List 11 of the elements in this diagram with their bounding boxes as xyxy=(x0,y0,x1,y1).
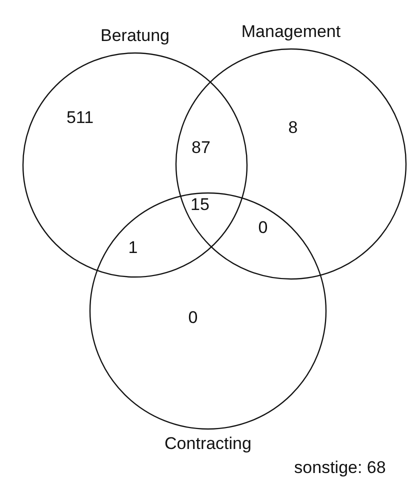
count-label: 8 xyxy=(288,118,298,138)
count-label: 511 xyxy=(66,108,94,128)
note: sonstige: 68 xyxy=(294,458,386,478)
count-label: 87 xyxy=(192,138,210,158)
count-label: 0 xyxy=(188,308,198,328)
set-label: Contracting xyxy=(164,434,252,454)
set-label: Beratung xyxy=(100,26,170,46)
count-label: 15 xyxy=(190,195,210,215)
set-label: Management xyxy=(241,22,341,42)
count-label: 0 xyxy=(258,218,268,238)
count-label: 1 xyxy=(128,238,138,258)
